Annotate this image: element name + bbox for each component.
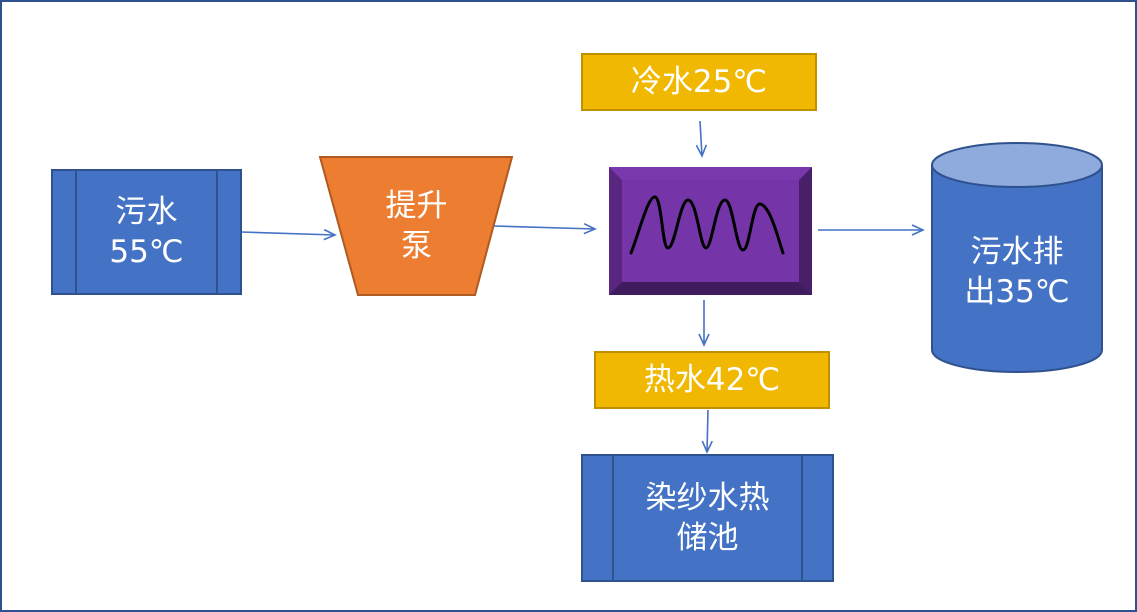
node-storage-pool[interactable] (581, 454, 834, 582)
arrow-hot-to-pool (701, 409, 713, 454)
node-heat-exchanger[interactable] (609, 167, 812, 295)
wave-icon (629, 195, 785, 255)
storage-pool-label: 染纱水热 储池 (645, 480, 770, 556)
node-cold-water[interactable] (581, 53, 817, 111)
lift-pump-label: 提升 泵 (385, 188, 448, 264)
cold-water-label: 冷水25℃ (630, 64, 768, 100)
arrow-sewage-to-pump (240, 228, 337, 241)
node-sewage-in[interactable] (51, 169, 242, 295)
arrow-cold-to-exchanger (695, 120, 708, 158)
arrow-pump-to-exchanger (493, 222, 597, 235)
node-hot-water[interactable] (594, 351, 830, 409)
node-sewage-out[interactable] (931, 142, 1103, 373)
sewage-in-label: 污水 55℃ (109, 194, 184, 270)
sewage-out-label: 污水排 出35℃ (964, 234, 1070, 310)
node-lift-pump[interactable] (318, 156, 514, 296)
hot-water-label: 热水42℃ (643, 362, 781, 398)
